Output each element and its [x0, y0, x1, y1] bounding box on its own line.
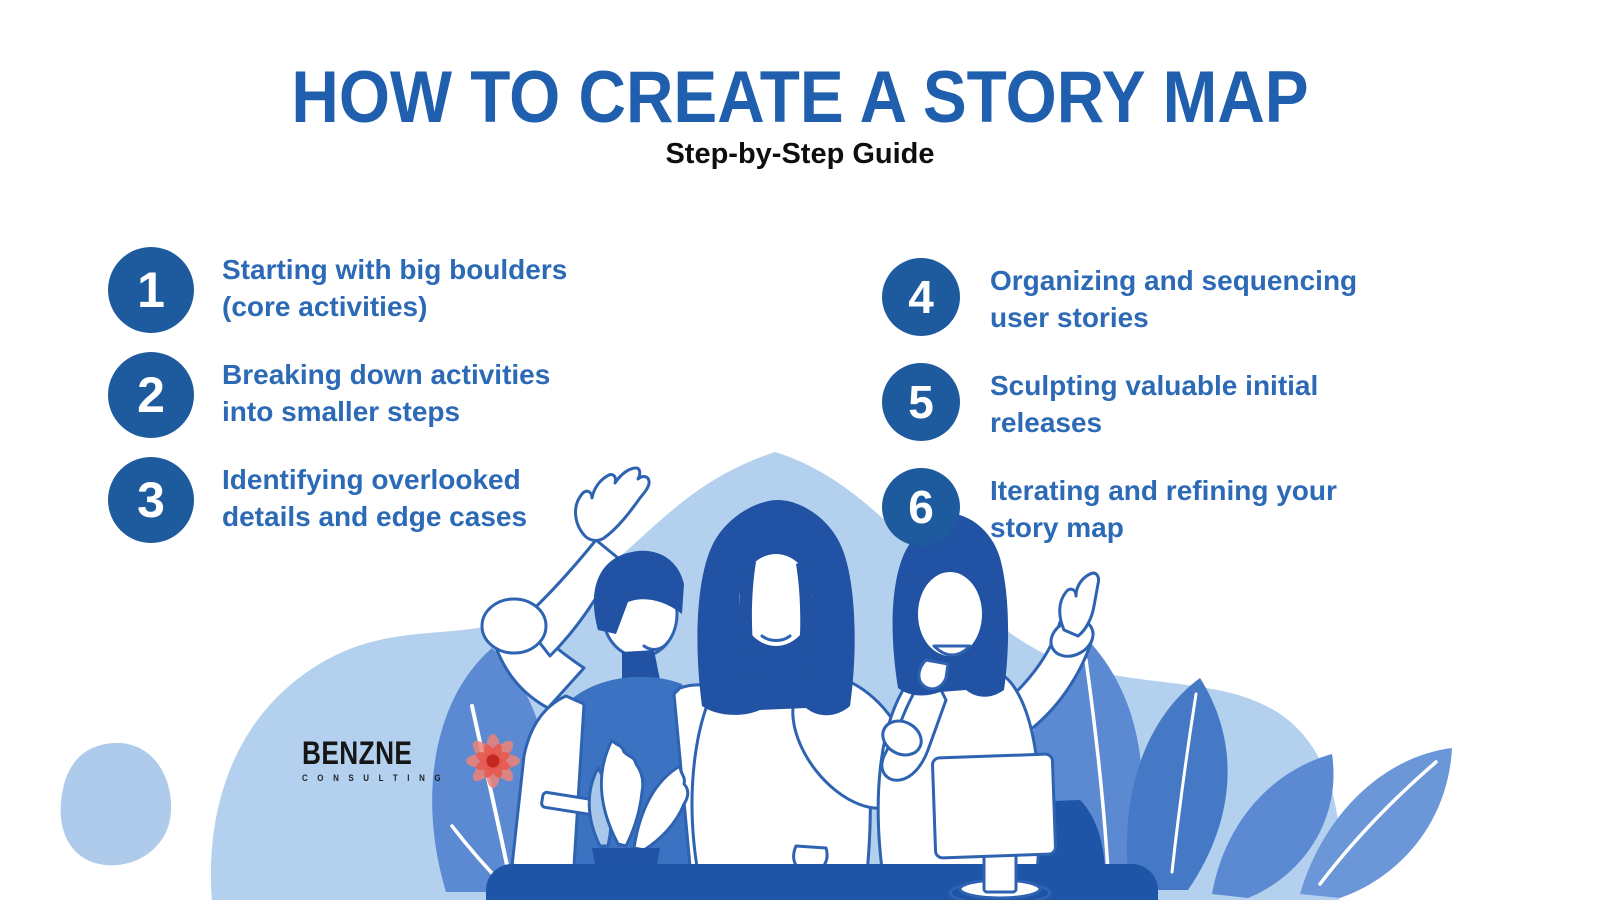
man-neck — [622, 650, 660, 680]
brand-logo-text: BENZNE C O N S U L T I N G — [302, 735, 464, 783]
step-number-badge: 6 — [882, 468, 960, 546]
step-label: Sculpting valuable initial releases — [990, 370, 1319, 438]
woman-right-hand-raised — [1058, 571, 1100, 638]
step-label: Identifying overlooked details and edge … — [222, 464, 528, 532]
benzne-flower-icon — [465, 734, 520, 788]
woman-center-face — [739, 554, 813, 646]
sprout-leaf-1 — [599, 738, 645, 848]
man-hair — [593, 550, 684, 634]
woman-right-smile — [932, 644, 972, 657]
step-3: 3 Identifying overlooked details and edg… — [108, 457, 527, 543]
person-woman-center — [690, 500, 913, 886]
step-label: Starting with big boulders (core activit… — [222, 254, 568, 322]
step-label: Breaking down activities into smaller st… — [222, 359, 551, 427]
page-subtitle: Step-by-Step Guide — [665, 138, 935, 170]
step-label: Iterating and refining your story map — [990, 475, 1337, 543]
step-number-badge: 2 — [108, 352, 194, 438]
sprout-leaf-2 — [632, 764, 690, 852]
step-number-badge: 4 — [882, 258, 960, 336]
man-hand — [574, 466, 651, 542]
step-1: 1 Starting with big boulders (core activ… — [108, 247, 567, 333]
man-sleeve-cuff — [480, 597, 548, 655]
step-2: 2 Breaking down activities into smaller … — [108, 352, 550, 438]
woman-center-hair-front — [739, 556, 814, 692]
woman-right-hand-chin — [917, 658, 950, 691]
step-6: 6 Iterating and refining your story map — [882, 468, 1337, 546]
step-number-badge: 5 — [882, 363, 960, 441]
step-5: 5 Sculpting valuable initial releases — [882, 363, 1318, 441]
woman-center-smile — [760, 634, 792, 642]
blob-small — [60, 742, 172, 866]
page-title: HOW TO CREATE A STORY MAP — [291, 57, 1309, 138]
step-label: Organizing and sequencing user stories — [990, 265, 1358, 333]
monitor-screen — [931, 752, 1057, 860]
woman-right-face — [918, 572, 982, 656]
brand-logo: BENZNE C O N S U L T I N G — [302, 734, 520, 788]
brand-tagline: C O N S U L T I N G — [302, 773, 445, 783]
computer-monitor — [931, 752, 1057, 900]
step-number-badge: 1 — [108, 247, 194, 333]
brand-name: BENZNE — [302, 735, 413, 771]
step-4: 4 Organizing and sequencing user stories — [882, 258, 1357, 336]
woman-right-cuff-chin — [881, 719, 923, 757]
desk — [486, 864, 1158, 900]
man-smile — [642, 640, 670, 651]
step-number-badge: 3 — [108, 457, 194, 543]
